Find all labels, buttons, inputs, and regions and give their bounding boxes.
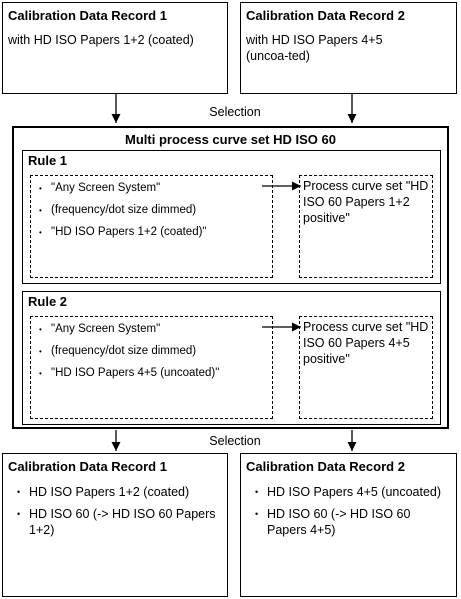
record-2-top-text: with HD ISO Papers 4+5 (uncoa-ted) (246, 33, 383, 63)
rule-1-conditions-box: "Any Screen System" (frequency/dot size … (30, 175, 273, 278)
calibration-record-1-top: Calibration Data Record 1 with HD ISO Pa… (2, 2, 228, 94)
record-1-bottom-title: Calibration Data Record 1 (8, 459, 167, 474)
list-item: "Any Screen System" (39, 181, 269, 196)
selection-label-top: Selection (209, 105, 261, 119)
calibration-record-2-bottom: Calibration Data Record 2 HD ISO Papers … (240, 453, 457, 597)
multi-process-curve-set: Multi process curve set HD ISO 60 Rule 1… (12, 126, 449, 429)
rule-1-process-text: Process curve set "HD ISO 60 Papers 1+2 … (303, 179, 429, 225)
calibration-record-1-bottom: Calibration Data Record 1 HD ISO Papers … (2, 453, 228, 597)
rule-1-conditions: "Any Screen System" (frequency/dot size … (39, 181, 269, 240)
rule-1-process-box: Process curve set "HD ISO 60 Papers 1+2 … (299, 175, 433, 278)
rule-2-conditions: "Any Screen System" (frequency/dot size … (39, 322, 269, 381)
rule-1-title: Rule 1 (28, 153, 68, 168)
record-2-top-title: Calibration Data Record 2 (246, 8, 405, 23)
rule-2-process-text: Process curve set "HD ISO 60 Papers 4+5 … (303, 320, 429, 366)
rule-2-title: Rule 2 (28, 294, 68, 309)
record-1-top-title: Calibration Data Record 1 (8, 8, 167, 23)
record-2-bottom-list: HD ISO Papers 4+5 (uncoated) HD ISO 60 (… (255, 484, 451, 538)
record-2-bottom-title: Calibration Data Record 2 (246, 459, 405, 474)
record-1-top-text: with HD ISO Papers 1+2 (coated) (8, 33, 194, 47)
record-1-bottom-list: HD ISO Papers 1+2 (coated) HD ISO 60 (->… (17, 484, 222, 538)
list-item: "HD ISO Papers 4+5 (uncoated)" (39, 366, 269, 381)
list-item: HD ISO Papers 1+2 (coated) (17, 484, 222, 500)
list-item: HD ISO Papers 4+5 (uncoated) (255, 484, 451, 500)
list-item: "HD ISO Papers 1+2 (coated)" (39, 225, 269, 240)
rule-1-box: Rule 1 "Any Screen System" (frequency/do… (22, 150, 441, 284)
list-item: HD ISO 60 (-> HD ISO 60 Papers 4+5) (255, 506, 451, 538)
list-item: "Any Screen System" (39, 322, 269, 337)
multi-process-title: Multi process curve set HD ISO 60 (125, 132, 336, 147)
list-item: (frequency/dot size dimmed) (39, 203, 269, 218)
selection-label-bottom: Selection (209, 434, 261, 448)
list-item: (frequency/dot size dimmed) (39, 344, 269, 359)
rule-2-process-box: Process curve set "HD ISO 60 Papers 4+5 … (299, 316, 433, 419)
rule-2-box: Rule 2 "Any Screen System" (frequency/do… (22, 291, 441, 425)
calibration-record-2-top: Calibration Data Record 2 with HD ISO Pa… (240, 2, 457, 94)
list-item: HD ISO 60 (-> HD ISO 60 Papers 1+2) (17, 506, 222, 538)
rule-2-conditions-box: "Any Screen System" (frequency/dot size … (30, 316, 273, 419)
